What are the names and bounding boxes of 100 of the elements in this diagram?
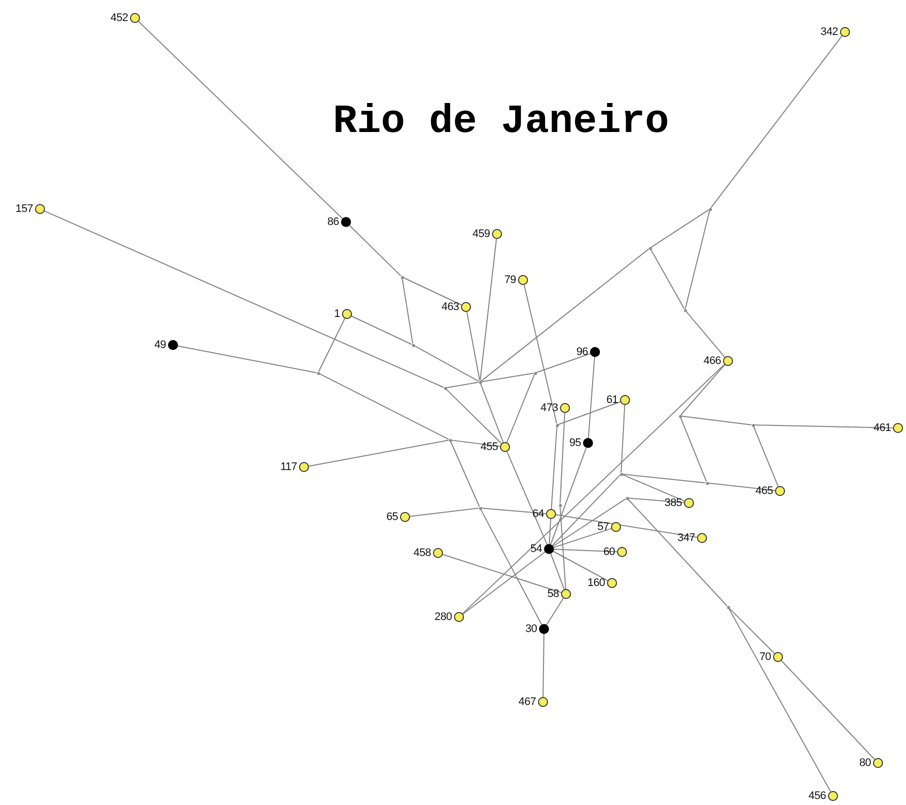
junction-point bbox=[478, 380, 482, 384]
network-link bbox=[588, 356, 596, 439]
haplotype-circle bbox=[773, 652, 783, 662]
haplotype-number: 57 bbox=[597, 520, 609, 534]
network-link bbox=[560, 506, 566, 590]
junction-point bbox=[400, 276, 404, 278]
haplotype-number: 95 bbox=[569, 436, 581, 450]
junction-point bbox=[620, 472, 622, 476]
network-link bbox=[753, 426, 779, 487]
network-link bbox=[680, 416, 707, 482]
junction-point bbox=[556, 424, 558, 426]
network-link bbox=[555, 514, 698, 538]
haplotype-circle bbox=[617, 547, 627, 557]
haplotype-circle bbox=[538, 697, 548, 707]
haplotype-number: 60 bbox=[603, 545, 615, 559]
junction-point bbox=[412, 344, 414, 346]
network-link bbox=[409, 508, 479, 517]
network-link bbox=[138, 20, 343, 220]
haplotype-number: 385 bbox=[664, 496, 682, 510]
haplotype-number: 463 bbox=[442, 300, 459, 314]
junction-point bbox=[726, 606, 730, 608]
junction-point bbox=[478, 506, 482, 510]
haplotype-number: 65 bbox=[386, 510, 398, 524]
haplotype-circle bbox=[684, 498, 694, 508]
haplotype-dot bbox=[590, 347, 600, 357]
haplotype-number: 458 bbox=[414, 546, 431, 560]
network-link bbox=[728, 608, 775, 654]
network-link bbox=[681, 416, 752, 426]
junction-point bbox=[752, 424, 754, 426]
haplotype-circle bbox=[828, 791, 838, 801]
haplotype-number: 342 bbox=[820, 25, 838, 39]
junction-point bbox=[444, 386, 446, 390]
haplotype-number: 455 bbox=[480, 440, 498, 454]
network-link bbox=[680, 364, 726, 416]
junction-point bbox=[678, 414, 682, 418]
haplotype-number: 117 bbox=[280, 460, 297, 474]
haplotype-dot bbox=[168, 340, 178, 350]
network-link bbox=[710, 35, 842, 208]
junction-point bbox=[558, 504, 562, 506]
haplotype-circle bbox=[561, 589, 571, 599]
network-link bbox=[554, 548, 618, 552]
network-link bbox=[44, 210, 444, 388]
haplotype-circle bbox=[400, 512, 410, 522]
network-link bbox=[754, 424, 894, 428]
haplotype-number: 466 bbox=[704, 354, 721, 368]
haplotype-circle bbox=[546, 509, 556, 519]
junction-point bbox=[534, 372, 536, 374]
network-link bbox=[442, 554, 562, 593]
network-link bbox=[318, 373, 450, 440]
network-link bbox=[622, 474, 706, 484]
network-link bbox=[451, 440, 501, 447]
haplotype-number: 80 bbox=[859, 756, 871, 770]
haplotype-number: 456 bbox=[808, 789, 826, 803]
haplotype-circle bbox=[607, 578, 617, 588]
haplotype-number: 1 bbox=[334, 307, 340, 321]
haplotype-number: 96 bbox=[576, 345, 588, 359]
haplotype-number: 86 bbox=[327, 215, 339, 229]
haplotype-circle bbox=[840, 27, 850, 37]
network-link bbox=[553, 528, 612, 548]
haplotype-number: 58 bbox=[547, 587, 559, 601]
network-link bbox=[480, 508, 542, 626]
network-link bbox=[560, 412, 566, 504]
haplotype-number: 459 bbox=[472, 227, 490, 241]
haplotype-dot bbox=[539, 624, 549, 634]
network-link bbox=[550, 426, 558, 510]
haplotype-number: 49 bbox=[154, 338, 166, 352]
haplotype-dot bbox=[544, 544, 554, 554]
haplotype-number: 54 bbox=[530, 542, 542, 556]
network-link bbox=[414, 345, 480, 382]
network-link bbox=[506, 374, 535, 443]
haplotype-circle bbox=[723, 356, 733, 366]
haplotype-circle bbox=[697, 533, 707, 543]
haplotype-number: 70 bbox=[759, 650, 771, 664]
haplotype-circle bbox=[299, 462, 309, 472]
haplotype-circle bbox=[35, 204, 45, 214]
haplotype-number: 465 bbox=[756, 484, 773, 498]
network-link bbox=[552, 474, 620, 546]
junction-point bbox=[626, 496, 628, 500]
network-link bbox=[628, 498, 685, 504]
network-link bbox=[351, 316, 412, 345]
haplotype-circle bbox=[130, 13, 140, 23]
haplotype-number: 461 bbox=[874, 421, 891, 435]
network-link bbox=[684, 210, 710, 310]
network-link bbox=[552, 498, 626, 547]
network-link bbox=[481, 508, 547, 514]
haplotype-circle bbox=[461, 302, 471, 312]
haplotype-dot bbox=[583, 438, 593, 448]
haplotype-number: 467 bbox=[518, 695, 536, 709]
haplotype-circle bbox=[342, 309, 352, 319]
network-link bbox=[450, 440, 480, 508]
network-link bbox=[628, 498, 728, 606]
network-link bbox=[349, 225, 402, 276]
network-link bbox=[506, 451, 548, 545]
haplotype-number: 61 bbox=[606, 393, 618, 407]
haplotype-circle bbox=[500, 442, 510, 452]
haplotype-number: 473 bbox=[540, 401, 558, 415]
junction-point bbox=[316, 372, 320, 374]
haplotype-circle bbox=[433, 548, 443, 558]
network-link bbox=[550, 553, 565, 590]
haplotype-number: 452 bbox=[110, 11, 128, 25]
